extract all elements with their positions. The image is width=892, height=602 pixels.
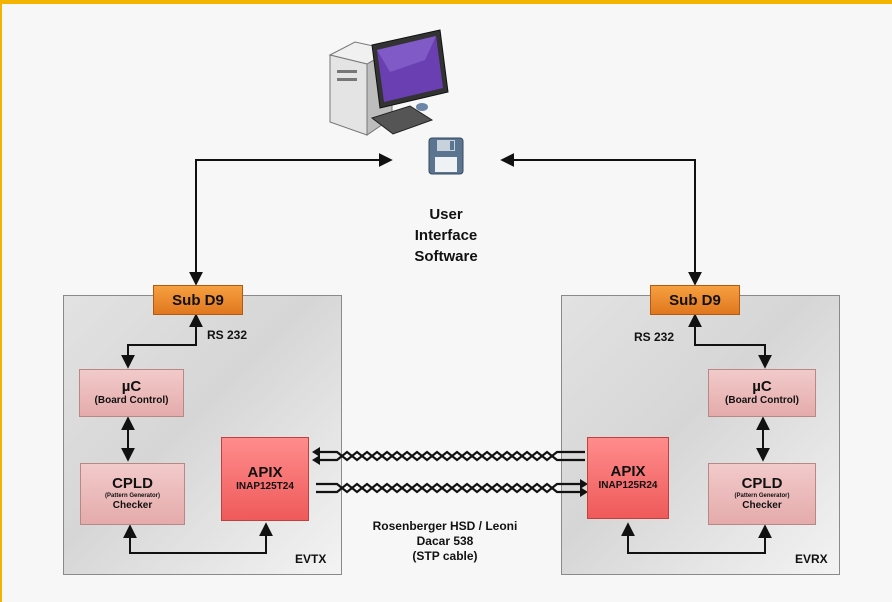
software-label-line: Software	[414, 248, 478, 265]
accent-top-bar	[0, 0, 892, 4]
left-uc-subtitle: (Board Control)	[94, 395, 169, 406]
right-cpld-subtitle: (Pattern Generator)	[734, 493, 790, 499]
left-rs232-label: RS 232	[207, 328, 248, 342]
right-rs232-line	[688, 313, 772, 369]
left-sub-d9-label: Sub D9	[172, 291, 224, 309]
twisted-pair-top	[320, 450, 585, 462]
right-cpld-subtitle2: Checker	[742, 500, 782, 511]
twisted-pair-arrowhead	[312, 455, 320, 465]
right-uc-title: µC	[752, 378, 772, 395]
right-apix-subtitle: INAP125R24	[598, 480, 658, 491]
twisted-pair-arrowhead	[580, 487, 588, 497]
right-cpld-apix-line	[621, 522, 772, 554]
twisted-pair-bottom	[316, 482, 580, 494]
software-label-line: Interface	[414, 227, 478, 244]
twisted-pair-arrowhead	[580, 479, 588, 489]
cable-label-line: Rosenberger HSD / Leoni	[372, 519, 518, 533]
left-board-name: EVTX	[295, 552, 327, 566]
pc-to-right-subd9-line	[500, 153, 702, 286]
right-cpld-block: CPLD (Pattern Generator) Checker	[708, 463, 816, 525]
left-cpld-subtitle2: Checker	[112, 500, 153, 511]
left-apix-title: APIX	[247, 464, 283, 481]
right-rs232-label: RS 232	[634, 330, 675, 344]
right-cpld-title: CPLD	[741, 475, 783, 492]
left-cpld-block: CPLD (Pattern Generator) Checker	[80, 463, 185, 525]
left-sub-d9-connector: Sub D9	[153, 285, 243, 315]
right-sub-d9-connector: Sub D9	[650, 285, 740, 315]
right-board-name: EVRX	[795, 552, 828, 566]
twisted-pair-arrowhead	[312, 447, 320, 457]
right-uc-block: µC (Board Control)	[708, 369, 816, 417]
left-uc-block: µC (Board Control)	[79, 369, 184, 417]
pc-to-left-subd9-line	[189, 153, 393, 286]
left-cpld-subtitle: (Pattern Generator)	[104, 493, 160, 499]
right-apix-block: APIX INAP125R24	[587, 437, 669, 519]
software-label: User Interface Software	[396, 204, 496, 267]
accent-left-bar	[0, 0, 2, 602]
cable-label-line: Dacar 538	[416, 534, 474, 548]
left-cpld-title: CPLD	[112, 475, 153, 492]
cable-label: Rosenberger HSD / Leoni Dacar 538 (STP c…	[345, 519, 545, 564]
right-sub-d9-label: Sub D9	[669, 291, 721, 309]
right-uc-subtitle: (Board Control)	[725, 395, 799, 406]
left-apix-subtitle: INAP125T24	[236, 481, 294, 492]
cable-label-line: (STP cable)	[412, 549, 478, 563]
software-label-line: User	[429, 206, 463, 223]
left-uc-title: µC	[121, 378, 142, 395]
left-apix-block: APIX INAP125T24	[221, 437, 309, 521]
left-rs232-line	[121, 313, 203, 369]
right-apix-title: APIX	[610, 463, 646, 480]
left-cpld-apix-line	[123, 522, 273, 554]
